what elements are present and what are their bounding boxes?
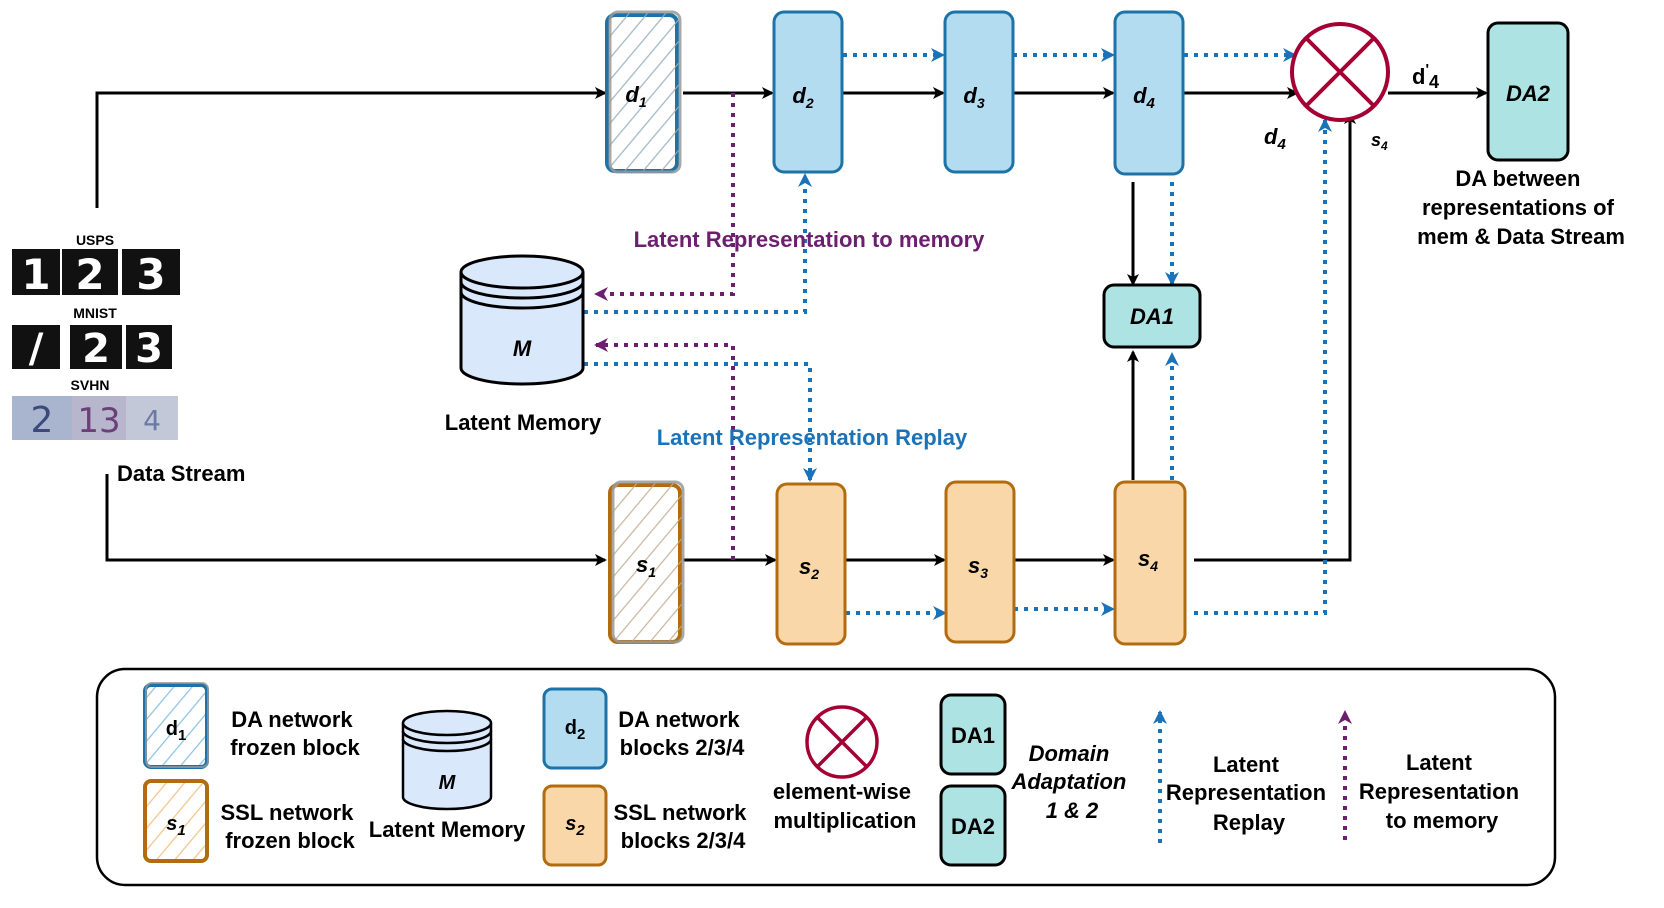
latent-to-memory-label: Latent Representation to memory <box>634 227 986 252</box>
legend-ssl-blocks-text: SSL network blocks 2/3/4 <box>614 800 753 853</box>
svg-text:2: 2 <box>31 400 54 441</box>
s2-block: s2 <box>775 482 847 646</box>
latent-replay-lines <box>584 48 1332 620</box>
da2-caption: DA between representations of mem & Data… <box>1417 166 1625 249</box>
svg-text:2: 2 <box>75 250 104 299</box>
legend-da-frozen-text: DA network frozen block <box>230 707 360 760</box>
svg-text:13: 13 <box>77 401 120 441</box>
svg-text:2: 2 <box>82 326 110 372</box>
latent-memory-label: Latent Memory <box>445 410 602 435</box>
svg-text:d1: d1 <box>166 718 187 744</box>
legend: d1 DA network frozen block s1 SSL networ… <box>95 667 1557 887</box>
d4-block: d4 <box>1113 10 1185 176</box>
d2-block: d2 <box>772 10 844 174</box>
legend-da-frozen-icon: d1 <box>143 682 209 769</box>
svg-text:s2: s2 <box>799 554 819 582</box>
svg-text:DA1: DA1 <box>951 723 995 748</box>
dataset-name: MNIST <box>73 305 117 321</box>
svg-text:M: M <box>513 336 532 361</box>
svg-text:s4: s4 <box>1138 546 1158 574</box>
svg-text:1: 1 <box>21 250 50 299</box>
svg-text:DA2: DA2 <box>1506 81 1551 106</box>
svg-text:3: 3 <box>135 326 163 372</box>
svg-text:d2: d2 <box>565 717 586 743</box>
dataset-name: SVHN <box>71 377 110 393</box>
d4-prime-label: d'4 <box>1412 61 1439 92</box>
svg-text:M: M <box>439 772 457 794</box>
legend-memory-icon: M <box>401 709 493 811</box>
legend-multiplication-icon <box>805 705 879 779</box>
multiplication-node <box>1290 22 1390 122</box>
data-flow-lines <box>95 87 1488 566</box>
legend-ssl-frozen-icon: s1 <box>143 779 209 863</box>
svg-text:DA1: DA1 <box>1130 304 1174 329</box>
mult-input-s4: s4 <box>1371 130 1388 153</box>
data-stream-label: Data Stream <box>117 461 245 486</box>
svg-text:s1: s1 <box>166 813 185 839</box>
legend-ssl-blocks-icon: s2 <box>542 784 608 867</box>
svg-text:4: 4 <box>143 404 161 437</box>
latent-memory-cylinder: M <box>459 254 585 386</box>
legend-da-blocks-text: DA network blocks 2/3/4 <box>618 707 746 760</box>
svg-text:d2: d2 <box>792 83 813 111</box>
legend-replay-text: Latent Representation Replay <box>1166 752 1332 835</box>
latent-to-memory-lines <box>594 93 735 560</box>
da1-block: DA1 <box>1102 283 1202 349</box>
legend-to-memory-text: Latent Representation to memory <box>1359 750 1525 833</box>
latent-replay-label: Latent Representation Replay <box>657 425 968 450</box>
mult-input-d4: d4 <box>1264 124 1286 153</box>
svg-text:s2: s2 <box>565 813 585 839</box>
data-stream-datasets: USPS 1 2 3 MNIST / 2 3 SVHN 2 13 4 <box>12 232 180 441</box>
dataset-name: USPS <box>76 232 114 248</box>
svg-text:s1: s1 <box>636 552 656 580</box>
legend-multiplication-text: element-wise multiplication <box>773 779 917 833</box>
s4-block: s4 <box>1113 480 1187 646</box>
da2-block: DA2 <box>1486 21 1570 162</box>
svg-text:s3: s3 <box>968 553 988 581</box>
svg-text:DA2: DA2 <box>951 814 995 839</box>
s3-block: s3 <box>944 480 1016 644</box>
legend-da1-icon: DA1 <box>939 693 1007 776</box>
d1-label: d <box>625 82 639 107</box>
d1-frozen-block: d1 <box>605 10 682 174</box>
svg-text:d3: d3 <box>963 83 984 111</box>
d1-sub: 1 <box>639 94 647 110</box>
legend-domain-adaptation-text: Domain Adaptation 1 & 2 <box>1010 741 1132 823</box>
legend-da2-icon: DA2 <box>939 784 1007 867</box>
svg-text:d4: d4 <box>1133 83 1155 112</box>
legend-ssl-frozen-text: SSL network frozen block <box>221 800 360 853</box>
s1-frozen-block: s1 <box>608 480 685 644</box>
svg-text:d1: d1 <box>625 82 646 110</box>
d3-block: d3 <box>943 10 1015 174</box>
svg-text:/: / <box>29 326 44 372</box>
legend-memory-text: Latent Memory <box>369 817 526 842</box>
legend-da-blocks-icon: d2 <box>542 687 608 770</box>
svg-text:3: 3 <box>136 250 165 299</box>
